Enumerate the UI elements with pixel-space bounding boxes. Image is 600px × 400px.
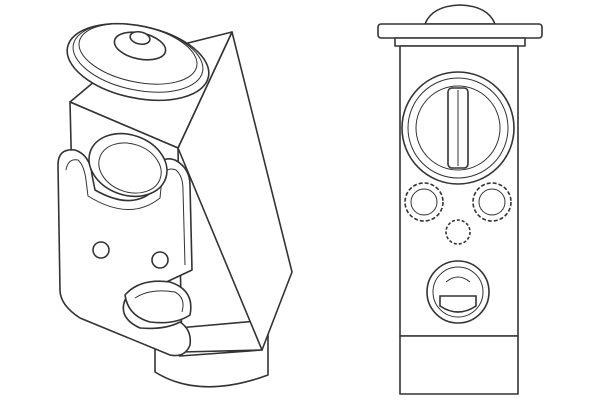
top-dome <box>424 4 496 25</box>
bolt-hole-right <box>151 251 169 269</box>
front-view <box>377 4 543 395</box>
isometric-view <box>57 22 293 388</box>
small-port <box>445 219 471 245</box>
bolt-hole-left <box>92 241 110 259</box>
top-flange <box>377 23 543 39</box>
lower-port <box>426 260 490 324</box>
upper-port <box>88 132 168 198</box>
bottom-section <box>399 335 519 395</box>
